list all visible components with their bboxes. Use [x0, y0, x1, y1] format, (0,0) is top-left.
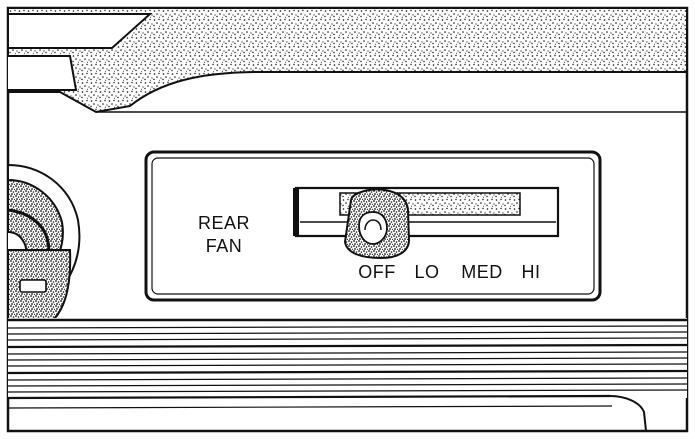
fan-position-label-lo: LO	[414, 262, 439, 282]
rear-fan-label-line2: FAN	[206, 236, 243, 256]
dashboard-top-trim	[8, 8, 687, 114]
fan-position-label-off: OFF	[358, 262, 396, 282]
fan-speed-slider-knob[interactable]	[343, 188, 411, 260]
dashboard-vent-opening	[8, 13, 153, 49]
fan-position-label-hi: HI	[522, 262, 541, 282]
fan-speed-slider-track	[293, 186, 560, 238]
dashboard-bezel-edge	[8, 55, 78, 91]
dashboard-lower-ribbed-trim	[8, 318, 687, 431]
rotary-knob	[8, 163, 81, 337]
rear-fan-label-line1: REAR	[198, 213, 250, 233]
fan-position-label-med: MED	[461, 262, 503, 282]
